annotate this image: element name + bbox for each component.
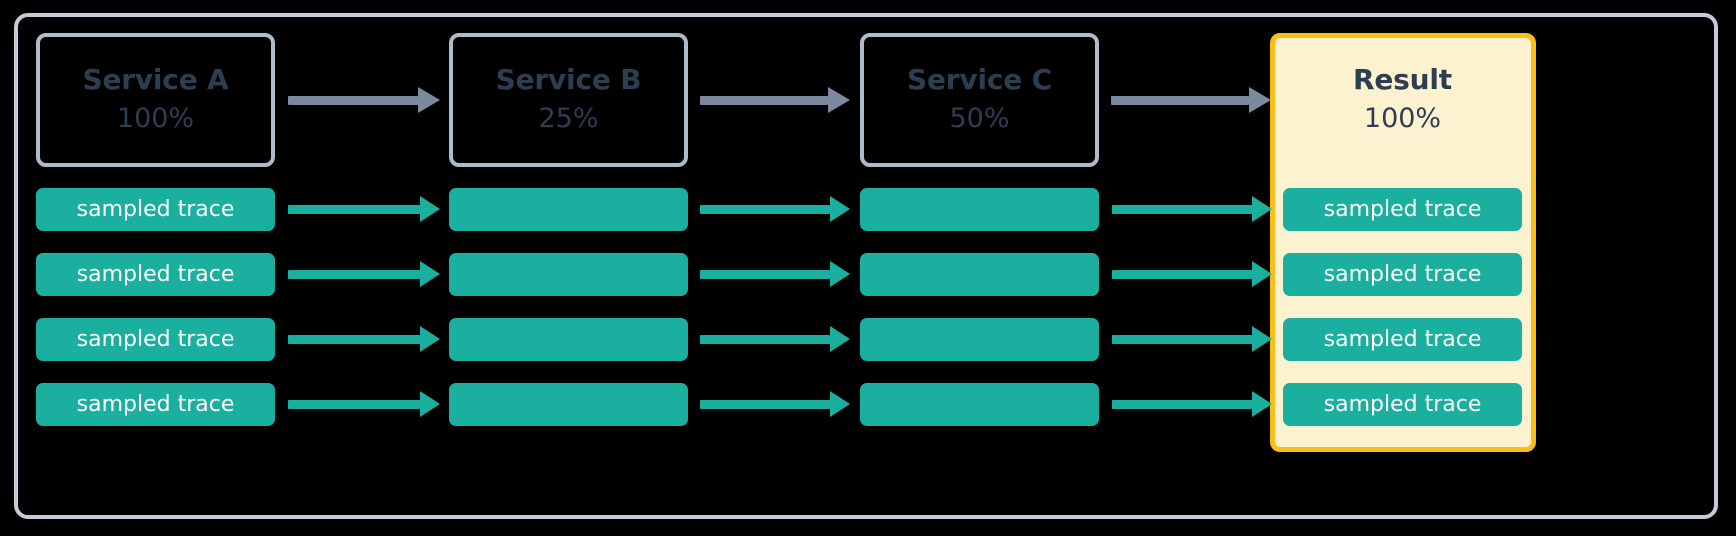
trace-bar[interactable]: sampled trace (36, 253, 275, 296)
trace-bar[interactable] (860, 318, 1099, 361)
stage-box-service-c[interactable]: Service C 50% (860, 33, 1099, 167)
trace-bar[interactable] (860, 383, 1099, 426)
trace-bar[interactable]: sampled trace (1283, 318, 1522, 361)
stage-box-service-b[interactable]: Service B 25% (449, 33, 688, 167)
trace-bar[interactable] (860, 188, 1099, 231)
stage-box-service-a[interactable]: Service A 100% (36, 33, 275, 167)
trace-bar[interactable] (449, 383, 688, 426)
trace-bar[interactable]: sampled trace (1283, 188, 1522, 231)
trace-bar[interactable]: sampled trace (36, 318, 275, 361)
trace-label: sampled trace (76, 261, 235, 287)
diagram-outer-frame (14, 13, 1718, 519)
trace-bar[interactable] (860, 253, 1099, 296)
trace-label: sampled trace (76, 326, 235, 352)
stage-title: Service A (82, 63, 229, 97)
trace-bar[interactable]: sampled trace (36, 383, 275, 426)
trace-label: sampled trace (1323, 261, 1482, 287)
trace-label: sampled trace (1323, 196, 1482, 222)
stage-percent: 100% (1363, 102, 1442, 134)
trace-label: sampled trace (1323, 326, 1482, 352)
trace-bar[interactable]: sampled trace (36, 188, 275, 231)
trace-bar[interactable] (449, 188, 688, 231)
stage-title: Service B (495, 63, 642, 97)
trace-label: sampled trace (1323, 391, 1482, 417)
stage-percent: 50% (949, 102, 1010, 134)
trace-bar[interactable]: sampled trace (1283, 253, 1522, 296)
result-highlight-panel (1270, 33, 1536, 452)
stage-percent: 25% (538, 102, 599, 134)
trace-label: sampled trace (76, 391, 235, 417)
trace-bar[interactable]: sampled trace (1283, 383, 1522, 426)
stage-title: Service C (907, 63, 1052, 97)
stage-box-result[interactable]: Result 100% (1283, 33, 1522, 167)
trace-bar[interactable] (449, 253, 688, 296)
trace-bar[interactable] (449, 318, 688, 361)
trace-label: sampled trace (76, 196, 235, 222)
stage-title: Result (1353, 63, 1452, 97)
stage-percent: 100% (116, 102, 195, 134)
